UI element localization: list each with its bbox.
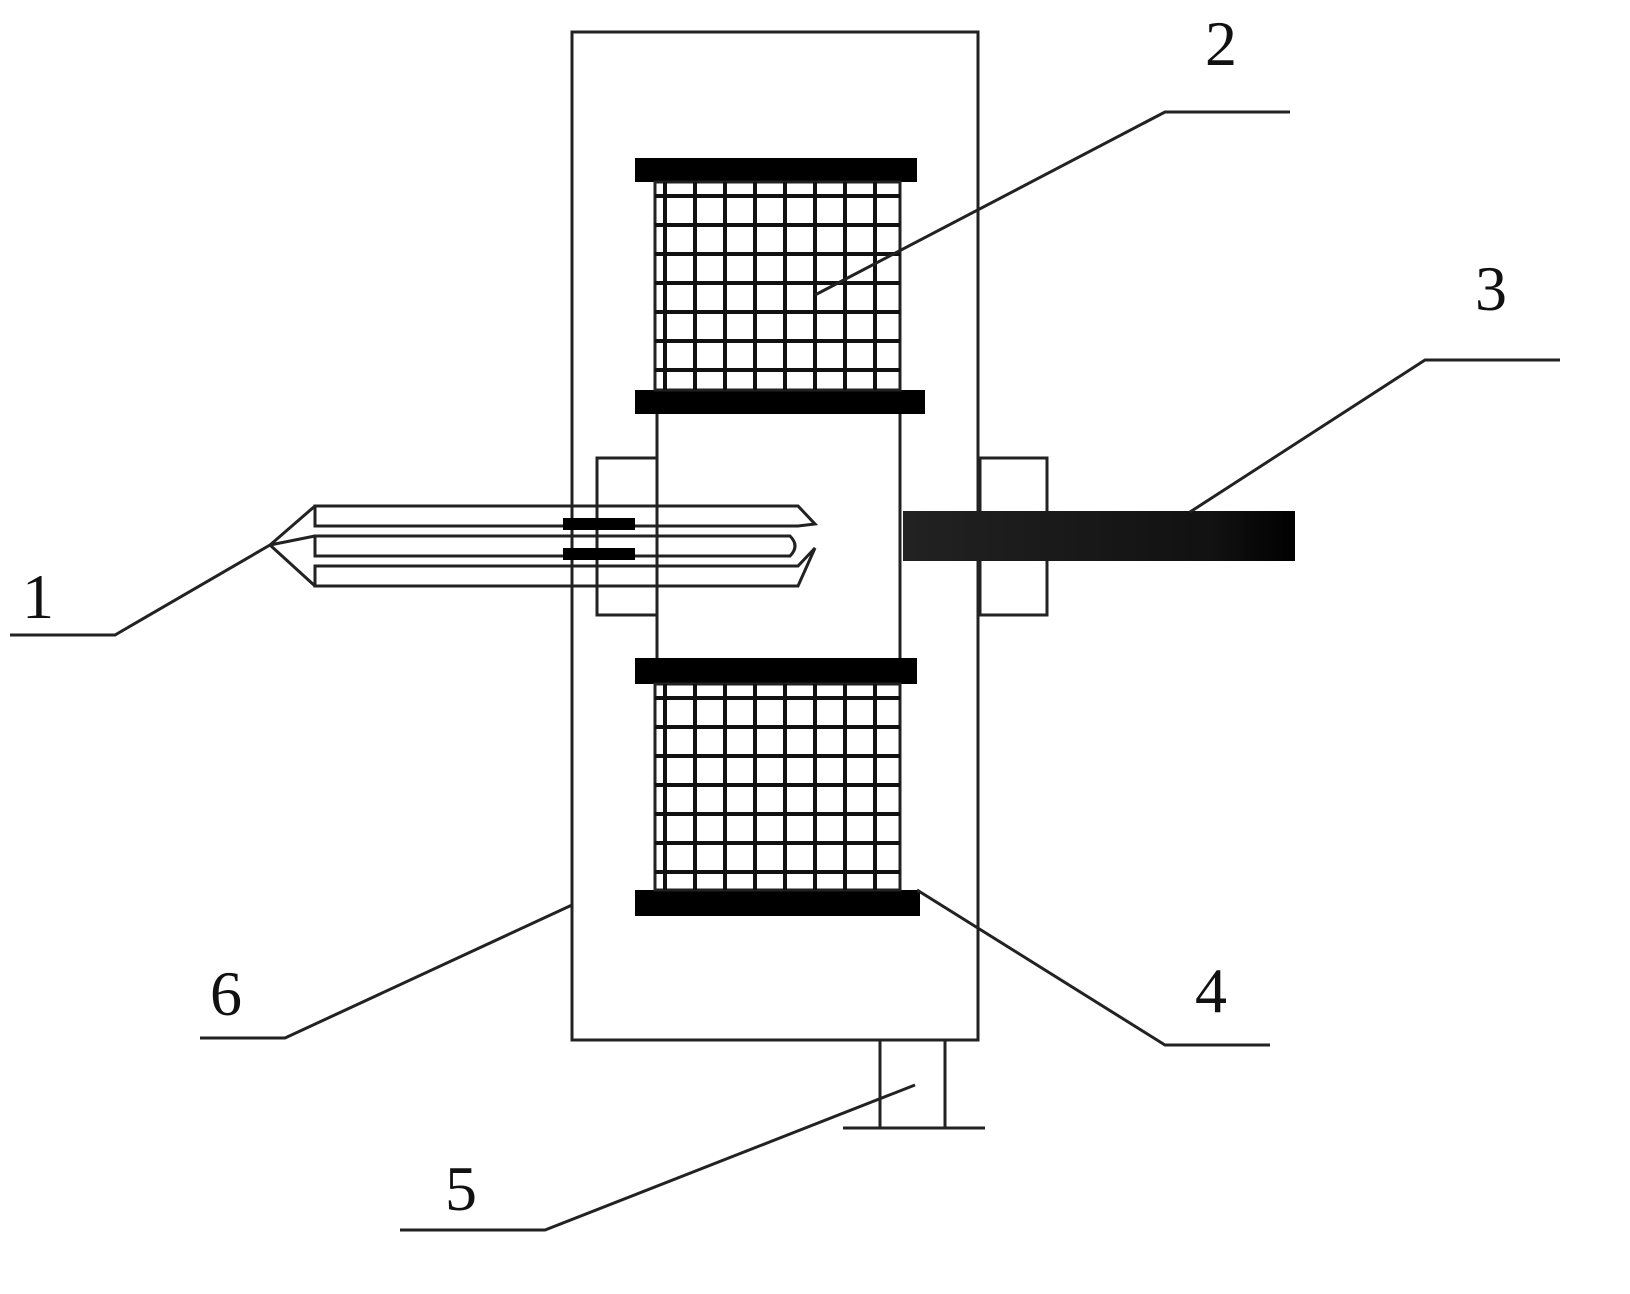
probe-band [563,518,635,530]
leader-6 [200,905,572,1038]
flange-bottom [635,890,920,916]
flange-top [635,158,917,182]
label-4: 4 [1195,955,1227,1026]
leader-3 [1190,360,1560,512]
probe [270,506,815,586]
probe-band [563,548,635,560]
winding-border [655,182,900,390]
leader-5 [400,1085,915,1230]
label-1: 1 [22,561,54,632]
label-2: 2 [1205,8,1237,79]
label-5: 5 [445,1153,477,1224]
rod [903,511,1295,561]
coil-top [635,158,925,414]
label-6: 6 [210,958,242,1029]
label-3: 3 [1475,253,1507,324]
flange-bottom [635,390,925,414]
leader-2 [815,112,1290,295]
coil-bottom [635,658,920,916]
flange-top [635,658,917,684]
